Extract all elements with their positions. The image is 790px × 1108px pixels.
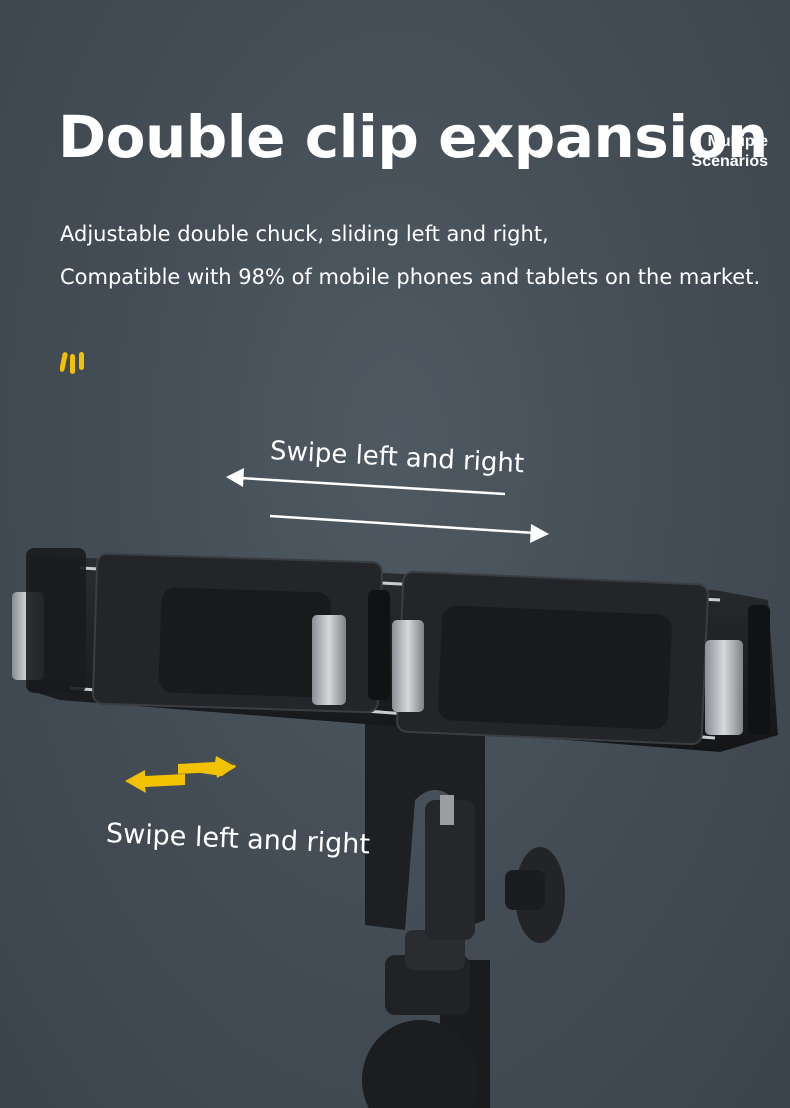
- double-clip-body: [12, 548, 778, 752]
- headline: Double clip expansion: [58, 103, 768, 171]
- arrow-right-icon: [269, 514, 549, 543]
- scenario-badge: Multiple Scenarios: [672, 132, 768, 172]
- badge-line-2: Scenarios: [691, 153, 768, 170]
- badge-line-1: Multiple: [707, 133, 768, 150]
- description-line-2: Compatible with 98% of mobile phones and…: [60, 265, 761, 289]
- stand-pole: [362, 930, 490, 1108]
- slide-arrow-yellow-icon: [125, 756, 236, 793]
- mount-bracket: [365, 720, 565, 943]
- description-line-1: Adjustable double chuck, sliding left an…: [60, 222, 549, 246]
- arrow-left-icon: [226, 468, 506, 496]
- accent-bars-icon: [60, 352, 84, 374]
